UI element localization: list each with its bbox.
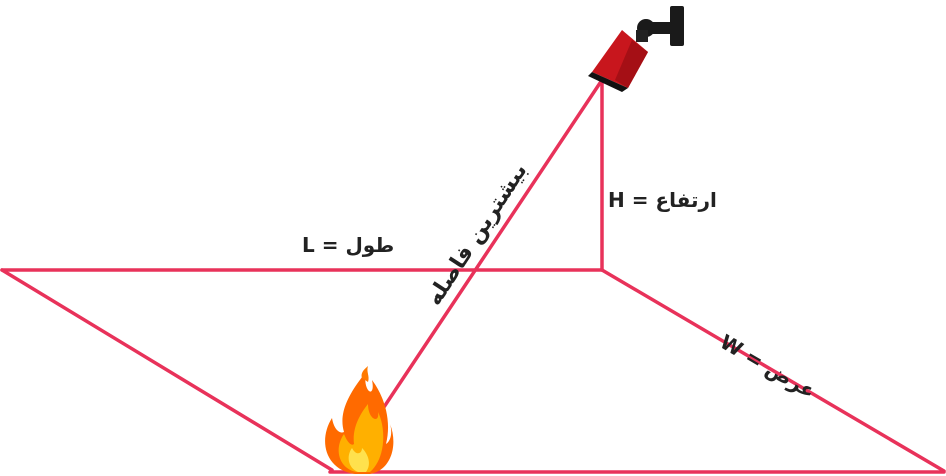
max-distance-line — [370, 78, 604, 427]
width-edge — [600, 268, 946, 473]
fire-icon — [325, 366, 394, 474]
length-label: L = طول — [302, 233, 395, 257]
height-label: H = ارتفاع — [608, 188, 717, 212]
left-edge — [0, 268, 334, 472]
security-camera-icon — [588, 6, 684, 92]
